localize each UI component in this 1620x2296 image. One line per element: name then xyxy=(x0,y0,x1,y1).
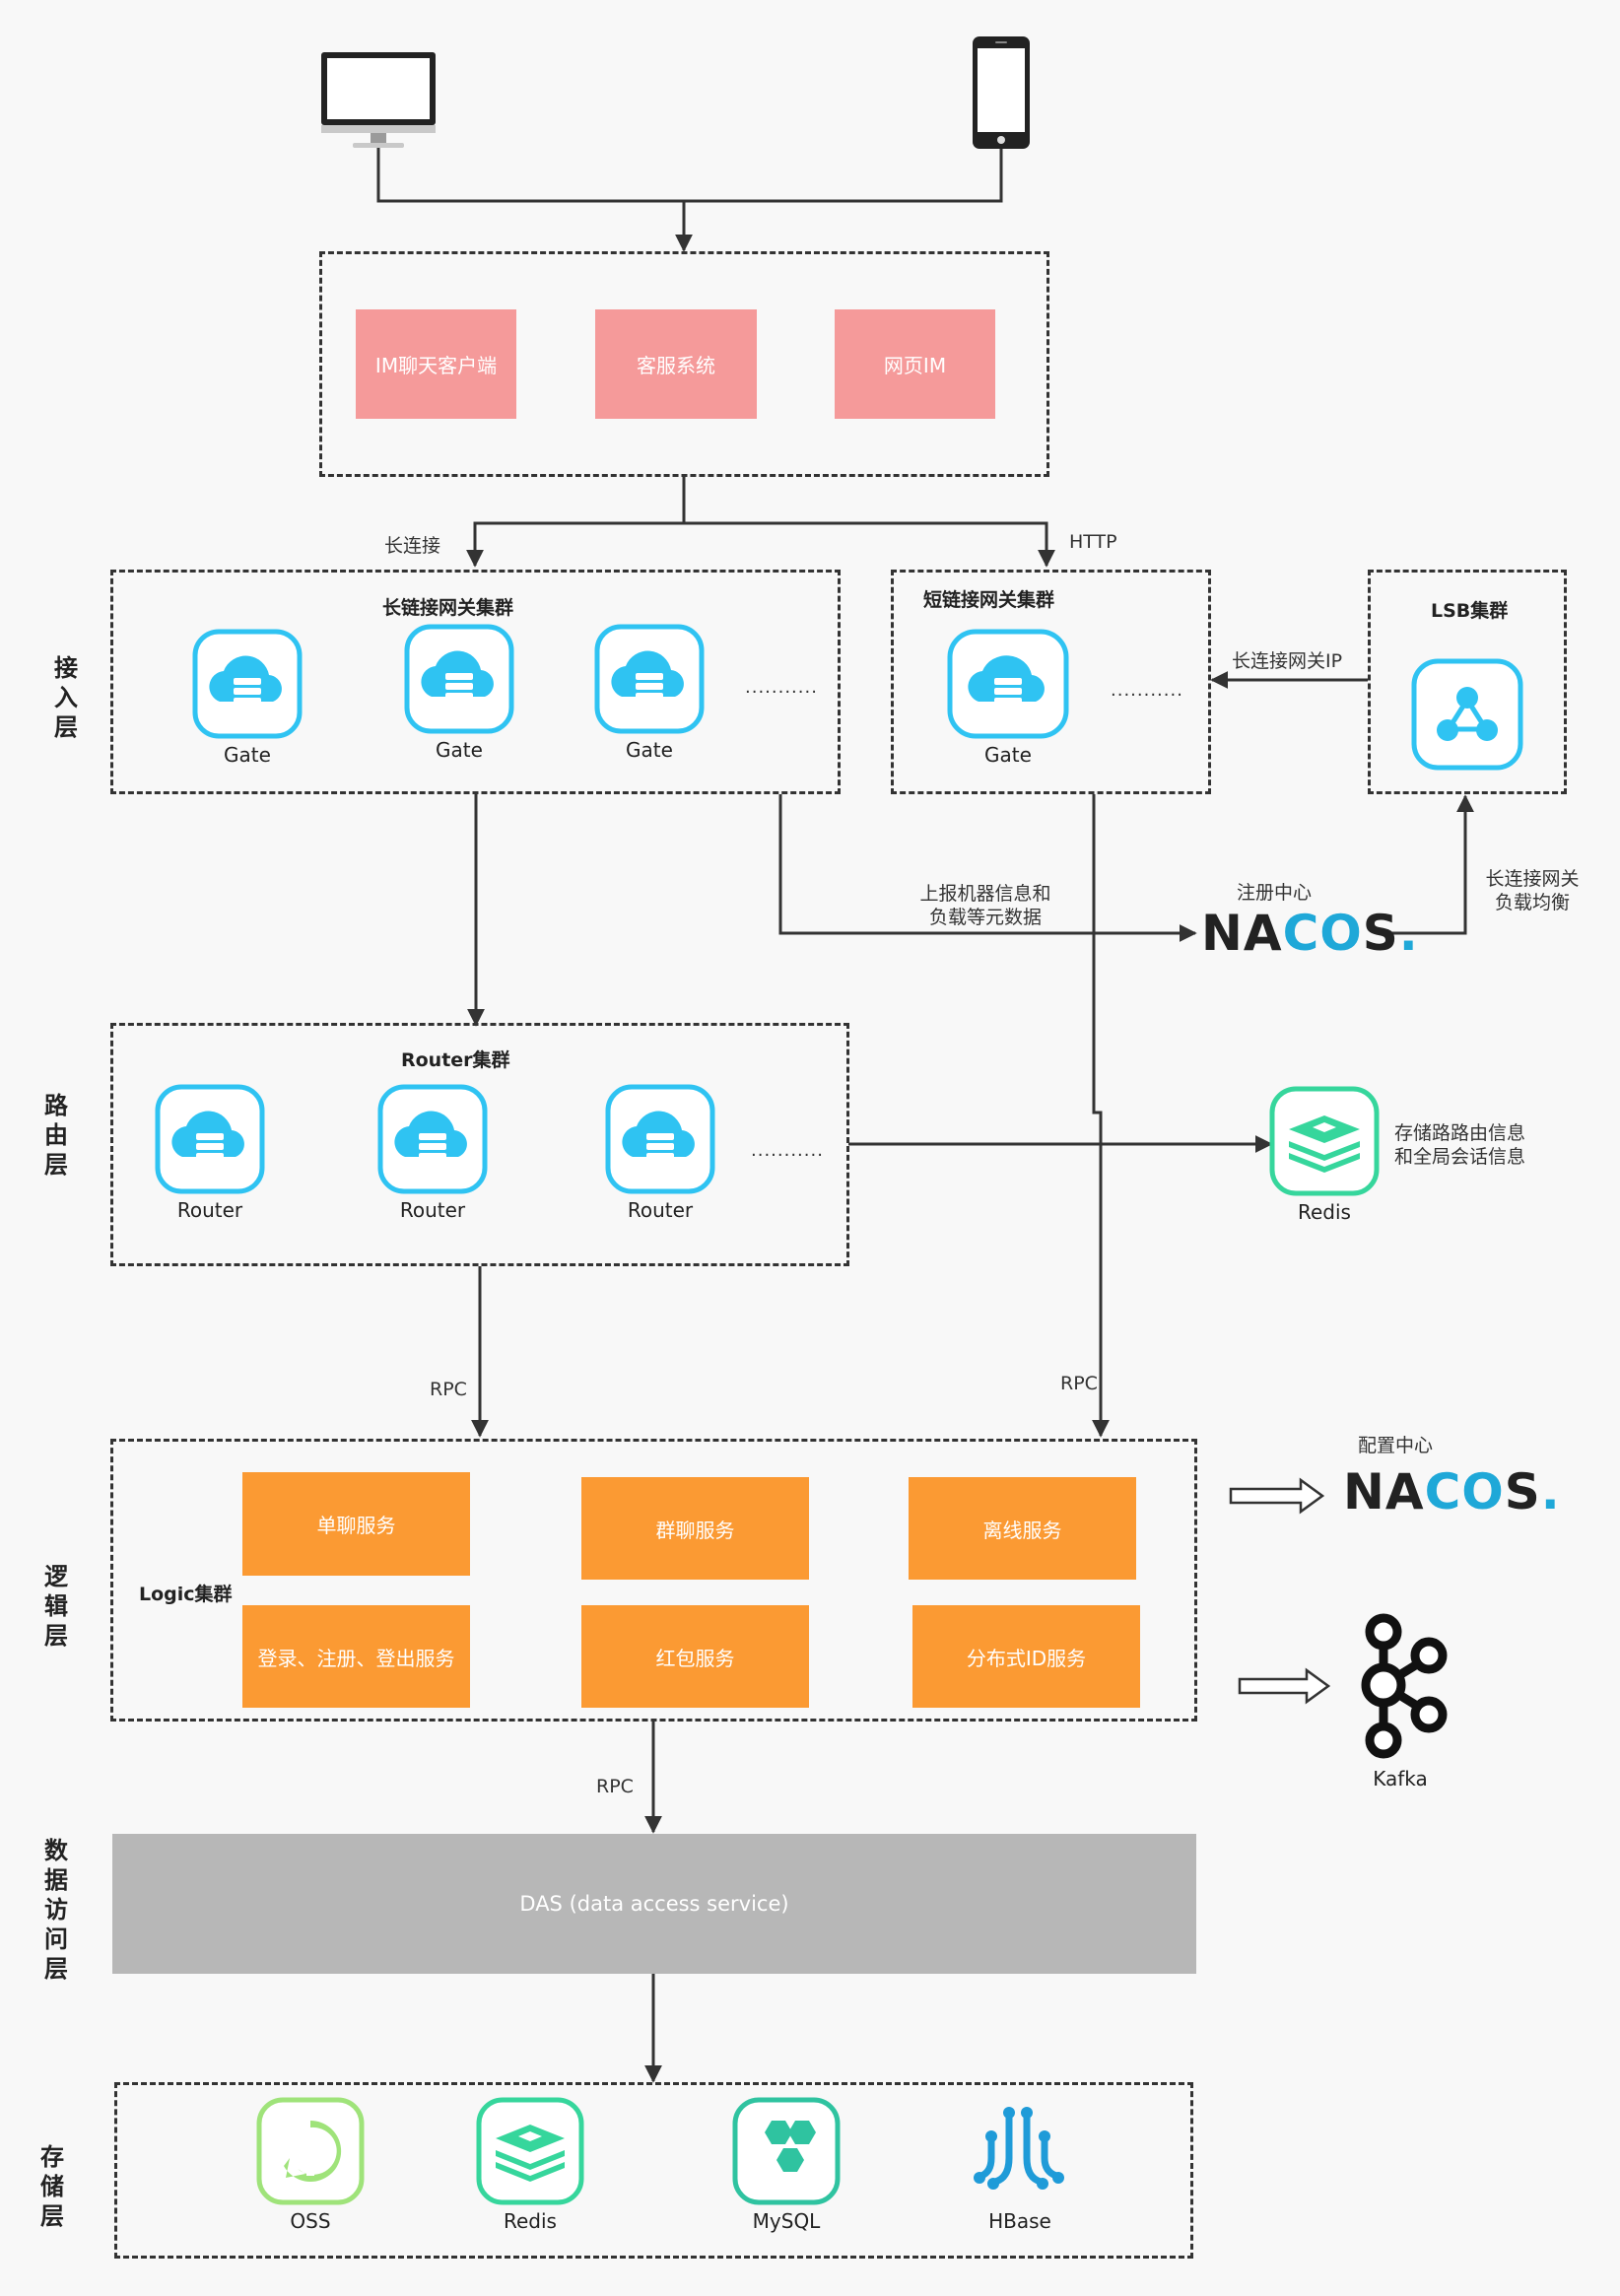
edge-label-config-center: 配置中心 xyxy=(1358,1435,1434,1456)
short-gateway-cluster xyxy=(891,570,1211,794)
redis-cache-node: Redis xyxy=(1260,1086,1388,1224)
layer-label-data-access: 数据访问层 xyxy=(44,1837,68,1983)
cloud-server-icon xyxy=(605,1084,715,1194)
layer-label-access: 接入层 xyxy=(54,654,78,741)
storage-group xyxy=(114,2082,1193,2259)
mysql-node: MySQL xyxy=(722,2097,850,2233)
load-balancer-icon xyxy=(1411,658,1523,771)
data-access-service: DAS (data access service) xyxy=(112,1834,1196,1974)
layer-label-logic: 逻辑层 xyxy=(44,1563,68,1650)
mysql-icon xyxy=(732,2097,841,2205)
layer-label-routing: 路由层 xyxy=(44,1092,68,1179)
service-offline: 离线服务 xyxy=(909,1477,1136,1580)
more-nodes-ellipsis: ........... xyxy=(745,677,818,698)
edge-label-long-conn: 长连接 xyxy=(384,535,441,557)
lsb-cluster xyxy=(1368,570,1567,794)
more-nodes-ellipsis: ........... xyxy=(1111,680,1183,701)
cloud-server-icon xyxy=(155,1084,265,1194)
service-single-chat: 单聊服务 xyxy=(242,1472,470,1576)
client-customer-service: 客服系统 xyxy=(595,309,757,419)
oss-icon xyxy=(256,2097,365,2205)
logic-cluster xyxy=(110,1439,1197,1722)
gate-node: Gate xyxy=(395,624,523,762)
hbase-icon xyxy=(974,2107,1064,2190)
gate-node: Gate xyxy=(585,624,713,762)
edge-label-registry: 注册中心 xyxy=(1237,882,1313,904)
long-gateway-cluster xyxy=(110,570,841,794)
nacos-registry-logo: NACOS. xyxy=(1201,905,1419,962)
cloud-server-icon xyxy=(192,629,303,739)
service-login-register: 登录、注册、登出服务 xyxy=(242,1605,470,1708)
client-group xyxy=(319,251,1049,477)
gate-node: Gate xyxy=(183,629,311,767)
edge-label-load-balance: 长连接网关 负载均衡 xyxy=(1485,868,1580,913)
client-web-im: 网页IM xyxy=(835,309,995,419)
router-node: Router xyxy=(369,1084,497,1222)
desktop-client-icon xyxy=(319,49,438,154)
mobile-client-icon xyxy=(970,34,1033,151)
cloud-server-icon xyxy=(404,624,514,734)
kafka-icon xyxy=(1361,1613,1448,1759)
edge-label-rpc-short-gw: RPC xyxy=(1060,1373,1098,1394)
router-node: Router xyxy=(146,1084,274,1222)
edge-label-http: HTTP xyxy=(1069,531,1117,553)
router-node: Router xyxy=(596,1084,724,1222)
long-gateway-title: 长链接网关集群 xyxy=(382,597,514,619)
edge-label-long-gw-ip: 长连接网关IP xyxy=(1232,650,1343,672)
nacos-config-logo: NACOS. xyxy=(1343,1463,1561,1520)
more-nodes-ellipsis: ........... xyxy=(751,1140,824,1161)
redis-description: 存储路路由信息 和全局会话信息 xyxy=(1394,1122,1526,1168)
edge-label-report: 上报机器信息和 负载等元数据 xyxy=(919,883,1051,928)
kafka-node: Kafka xyxy=(1336,1610,1464,1790)
client-im-app: IM聊天客户端 xyxy=(356,309,516,419)
oss-node: OSS xyxy=(246,2097,374,2233)
cloud-server-icon xyxy=(594,624,705,734)
redis-storage-node: Redis xyxy=(466,2097,594,2233)
hbase-node: HBase xyxy=(956,2097,1084,2233)
short-gateway-title: 短链接网关集群 xyxy=(923,589,1055,611)
service-distributed-id: 分布式ID服务 xyxy=(912,1605,1140,1708)
service-red-packet: 红包服务 xyxy=(581,1605,809,1708)
logic-cluster-title: Logic集群 xyxy=(139,1584,233,1605)
layer-label-storage: 存储层 xyxy=(40,2143,64,2230)
gate-node: Gate xyxy=(944,629,1072,767)
router-cluster xyxy=(110,1023,849,1266)
edge-label-rpc-router: RPC xyxy=(430,1379,467,1400)
service-group-chat: 群聊服务 xyxy=(581,1477,809,1580)
cloud-server-icon xyxy=(377,1084,488,1194)
redis-icon xyxy=(1269,1086,1380,1196)
edge-label-rpc-logic: RPC xyxy=(596,1776,634,1797)
router-cluster-title: Router集群 xyxy=(401,1049,510,1071)
cloud-server-icon xyxy=(947,629,1069,739)
lsb-title: LSB集群 xyxy=(1431,600,1509,622)
redis-icon xyxy=(476,2097,584,2205)
